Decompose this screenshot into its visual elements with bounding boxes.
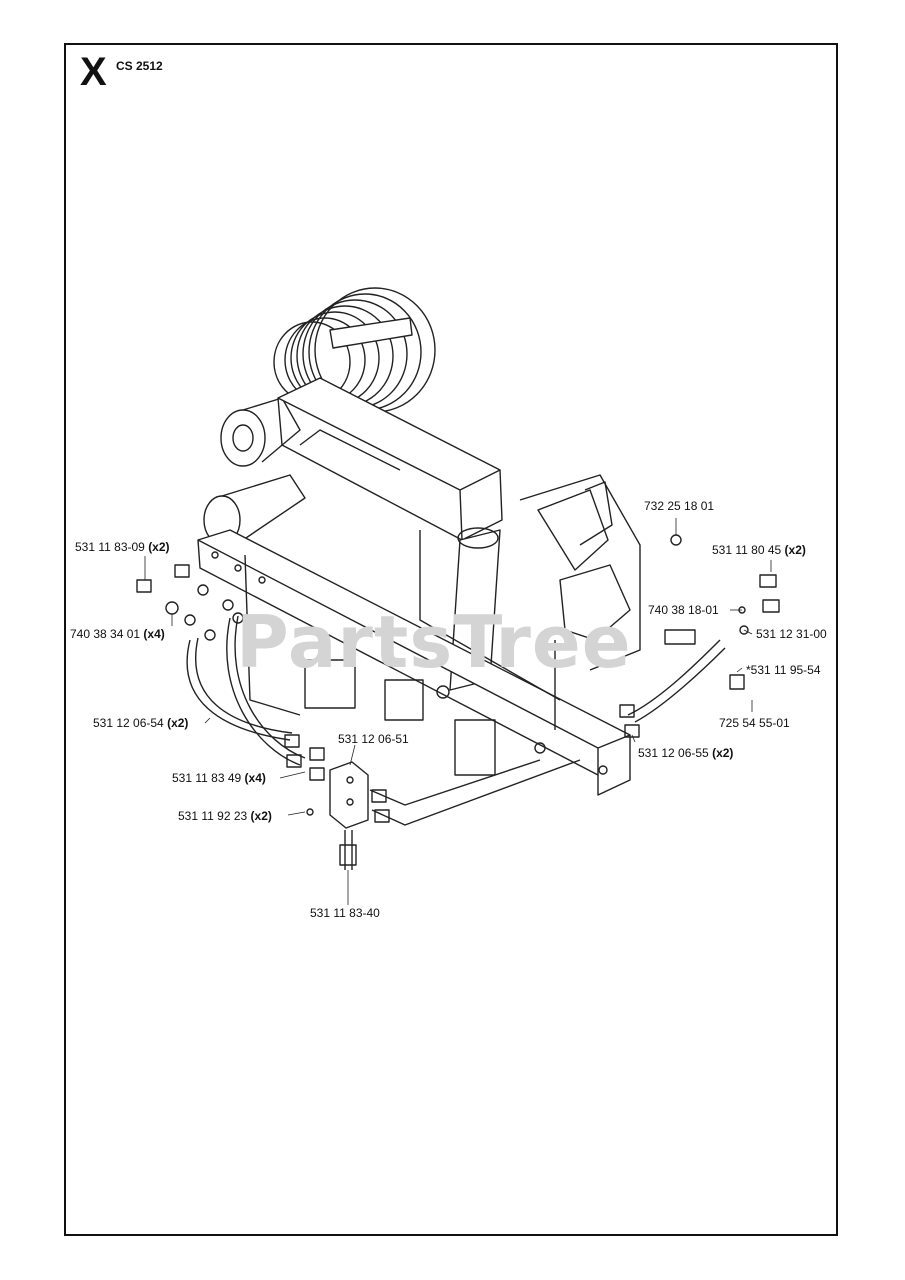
part-label-p9: 725 54 55-01 (719, 716, 790, 730)
part-label-p3: 531 11 83-09 (x2) (75, 540, 170, 554)
part-label-p2: 531 11 80 45 (x2) (712, 543, 806, 557)
page-frame (64, 43, 838, 1236)
part-label-p14: 531 11 83-40 (310, 906, 380, 920)
watermark: PartsTree (236, 600, 632, 684)
part-label-p6: 740 38 34 01 (x4) (70, 627, 165, 641)
part-label-p4: 740 38 18-01 (648, 603, 719, 617)
section-letter: X (80, 50, 107, 94)
left-hoses (186, 615, 306, 766)
right-bracket (519, 474, 641, 671)
leader-lines (144, 518, 772, 905)
part-label-p10: 531 12 06-51 (338, 732, 409, 746)
model-number: CS 2512 (116, 59, 163, 73)
part-label-p8: 531 12 06-54 (x2) (93, 716, 189, 730)
part-label-p5: 531 12 31-00 (756, 627, 827, 641)
main-frame (197, 529, 631, 796)
part-label-p13: 531 11 92 23 (x2) (178, 809, 272, 823)
part-label-p1: 732 25 18 01 (644, 499, 715, 513)
part-label-p7: *531 11 95-54 (746, 663, 821, 677)
return-lines (369, 759, 581, 826)
frame-holes (211, 551, 608, 775)
top-beam (277, 377, 503, 541)
right-hoses (627, 639, 726, 723)
fittings (136, 534, 780, 823)
part-label-p11: 531 12 06-55 (x2) (638, 746, 734, 760)
part-label-p12: 531 11 83 49 (x4) (172, 771, 266, 785)
pulley (220, 397, 301, 467)
valve-block (329, 761, 369, 870)
